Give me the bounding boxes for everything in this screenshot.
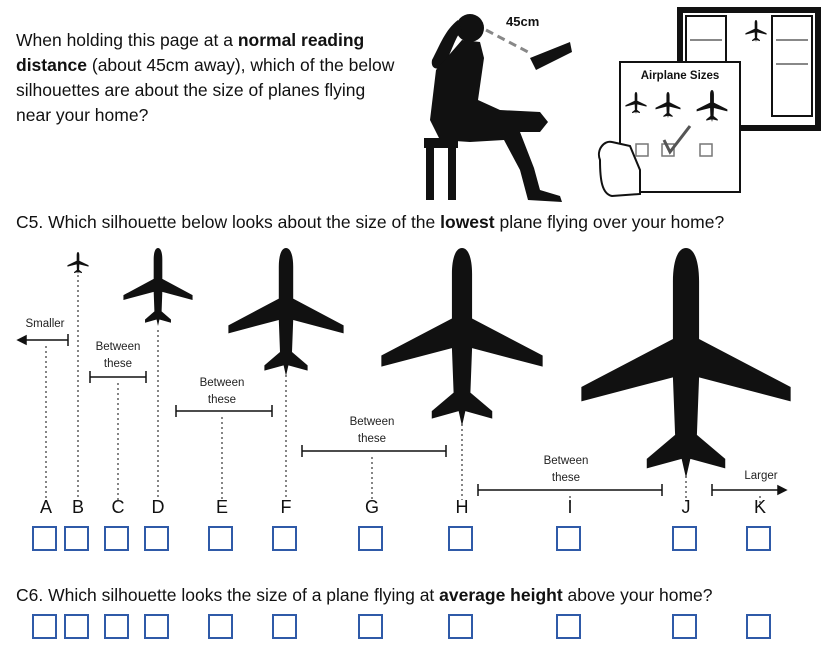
c5-checkbox-g[interactable]	[358, 526, 383, 551]
card-checkbox-1	[635, 143, 649, 157]
option-letter-k: K	[753, 497, 766, 517]
thumbs-up-icon	[598, 140, 641, 198]
sight-line	[485, 28, 529, 54]
c6-checkbox-c[interactable]	[104, 614, 129, 639]
option-letter-d: D	[151, 497, 165, 517]
label-between-4: Between these	[543, 455, 589, 484]
range-markers	[16, 334, 788, 496]
label-between-1: Between these	[95, 341, 141, 370]
c5-bold: lowest	[440, 212, 495, 232]
option-letter-c: C	[111, 497, 125, 517]
c5-checkbox-k[interactable]	[746, 526, 771, 551]
intro-text-2: (about 45cm away), which of the below si…	[16, 55, 395, 125]
c5-checkbox-i[interactable]	[556, 526, 581, 551]
intro-text-1: When holding this page at a	[16, 30, 238, 50]
c6-checkbox-g[interactable]	[358, 614, 383, 639]
c5-checkbox-b[interactable]	[64, 526, 89, 551]
c6-checkbox-h[interactable]	[448, 614, 473, 639]
c5-checkbox-h[interactable]	[448, 526, 473, 551]
option-letter-f: F	[280, 497, 292, 517]
option-letter-h: H	[455, 497, 469, 517]
card-checkbox-3	[699, 143, 713, 157]
label-larger: Larger	[744, 470, 778, 482]
question-c6: C6. Which silhouette looks the size of a…	[16, 585, 713, 606]
reading-woman-silhouette	[424, 14, 572, 202]
c6-checkbox-d[interactable]	[144, 614, 169, 639]
option-letter-i: I	[567, 497, 573, 517]
c5-checkbox-f[interactable]	[272, 526, 297, 551]
intro-bold: normal reading distance	[16, 30, 365, 75]
label-smaller: Smaller	[25, 318, 65, 330]
card-title: Airplane Sizes	[640, 70, 720, 82]
c5-checkbox-c[interactable]	[104, 526, 129, 551]
dotted-leaders	[45, 270, 761, 505]
label-between-2: Between these	[199, 377, 245, 406]
c6-text-post: above your home?	[562, 585, 713, 605]
c6-text-pre: C6. Which silhouette looks the size of a…	[16, 585, 440, 605]
option-letter-b: B	[71, 497, 84, 517]
c6-checkbox-k[interactable]	[746, 614, 771, 639]
label-between-3: Between these	[349, 416, 395, 445]
c6-checkbox-j[interactable]	[672, 614, 697, 639]
c5-text-post: plane flying over your home?	[494, 212, 725, 232]
c5-checkbox-e[interactable]	[208, 526, 233, 551]
c6-checkbox-f[interactable]	[272, 614, 297, 639]
c6-checkbox-i[interactable]	[556, 614, 581, 639]
intro-question: When holding this page at a normal readi…	[16, 28, 396, 128]
c6-checkbox-e[interactable]	[208, 614, 233, 639]
c5-text-pre: C5. Which silhouette below looks about t…	[16, 212, 441, 232]
c6-bold: average height	[439, 585, 563, 605]
distance-label: 45cm	[506, 14, 540, 29]
question-c5: C5. Which silhouette below looks about t…	[16, 212, 724, 233]
checkmark-icon	[662, 125, 692, 155]
c5-checkbox-j[interactable]	[672, 526, 697, 551]
c5-checkbox-a[interactable]	[32, 526, 57, 551]
option-letter-j: J	[681, 497, 691, 517]
c6-checkbox-a[interactable]	[32, 614, 57, 639]
option-letter-e: E	[215, 497, 228, 517]
c5-checkbox-d[interactable]	[144, 526, 169, 551]
c6-checkbox-b[interactable]	[64, 614, 89, 639]
option-letter-g: G	[364, 497, 379, 517]
option-letter-a: A	[39, 497, 52, 517]
